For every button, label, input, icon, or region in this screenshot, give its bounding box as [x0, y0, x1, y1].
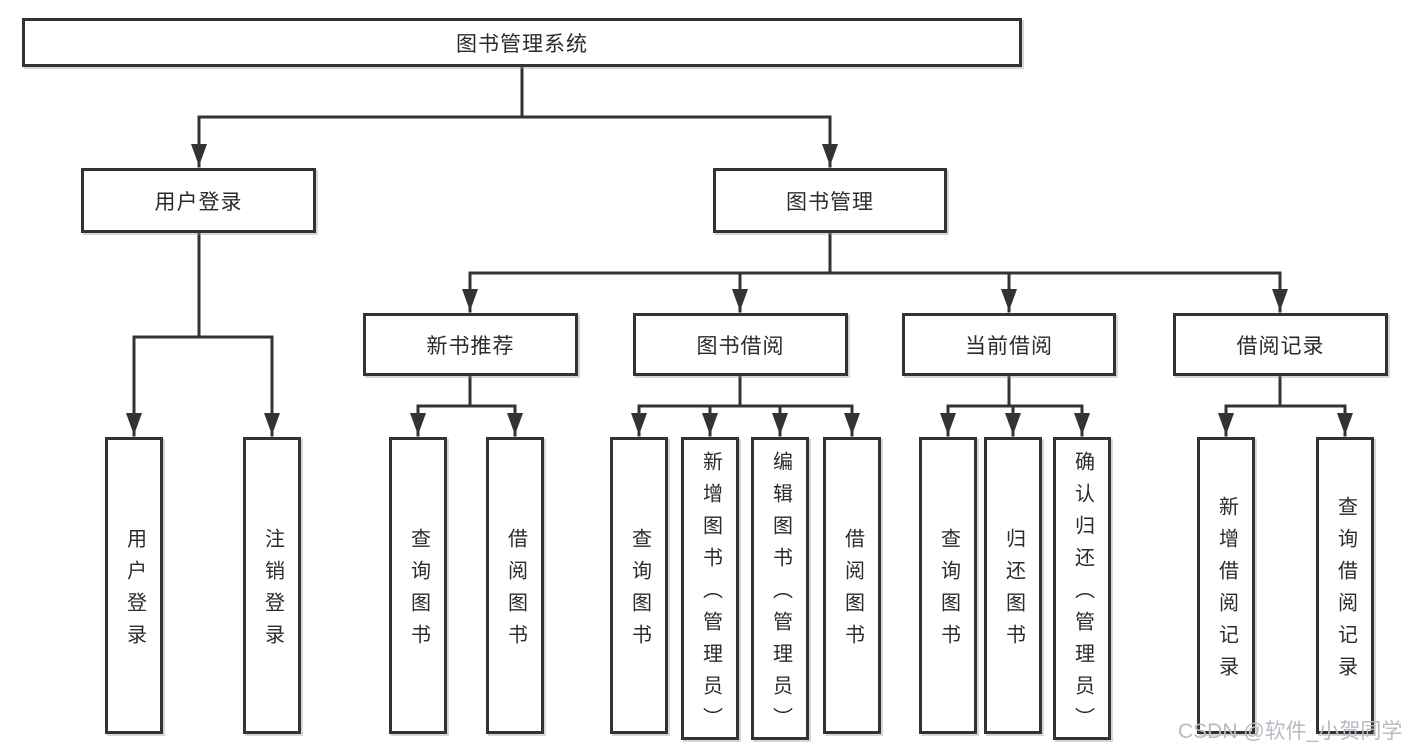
leaf-add-borrow-record: 新增借阅记录 — [1197, 437, 1255, 734]
leaf-query-books-borrowing: 查询图书 — [610, 437, 668, 734]
node-label: 用户登录 — [123, 527, 146, 656]
node-label: 查询借阅记录 — [1334, 495, 1357, 688]
node-label: 借阅图书 — [504, 527, 527, 656]
node-label: 新增图书（管理员） — [699, 450, 722, 739]
leaf-return-books: 归还图书 — [984, 437, 1042, 734]
node-label: 编辑图书（管理员） — [769, 450, 792, 739]
node-label: 借阅记录 — [1236, 334, 1325, 358]
node-book-borrowing: 图书借阅 — [633, 313, 848, 376]
leaf-edit-books-admin: 编辑图书（管理员） — [751, 437, 809, 740]
node-label: 图书管理 — [786, 190, 874, 214]
node-label: 确认归还（管理员） — [1071, 450, 1094, 739]
node-label: 查询图书 — [407, 527, 430, 656]
leaf-logout-login: 注销登录 — [243, 437, 301, 734]
node-label: 查询图书 — [628, 527, 651, 656]
node-borrowing-records: 借阅记录 — [1173, 313, 1388, 376]
node-label: 查询图书 — [937, 527, 960, 656]
leaf-add-books-admin: 新增图书（管理员） — [681, 437, 739, 740]
node-root-system: 图书管理系统 — [22, 18, 1022, 67]
node-user-login: 用户登录 — [81, 168, 316, 233]
leaf-query-books-current: 查询图书 — [919, 437, 977, 734]
leaf-query-books-recommend: 查询图书 — [389, 437, 447, 734]
node-current-borrowing: 当前借阅 — [902, 313, 1116, 376]
node-label: 归还图书 — [1002, 527, 1025, 656]
node-label: 图书管理系统 — [456, 32, 588, 56]
leaf-borrow-books-borrowing: 借阅图书 — [823, 437, 881, 734]
node-label: 注销登录 — [261, 527, 284, 656]
leaf-confirm-return-admin: 确认归还（管理员） — [1053, 437, 1111, 740]
node-label: 当前借阅 — [965, 334, 1053, 358]
node-label: 新增借阅记录 — [1215, 495, 1238, 688]
node-label: 借阅图书 — [841, 527, 864, 656]
csdn-watermark: CSDN @软件_小贺同学 — [1178, 720, 1403, 743]
node-new-book-recommendation: 新书推荐 — [363, 313, 578, 376]
leaf-query-borrow-record: 查询借阅记录 — [1316, 437, 1374, 734]
node-label: 图书借阅 — [696, 334, 785, 358]
node-label: 新书推荐 — [426, 334, 515, 358]
node-label: 用户登录 — [154, 190, 243, 214]
leaf-borrow-books-recommend: 借阅图书 — [486, 437, 544, 734]
node-book-management: 图书管理 — [713, 168, 947, 233]
leaf-user-login: 用户登录 — [105, 437, 163, 734]
